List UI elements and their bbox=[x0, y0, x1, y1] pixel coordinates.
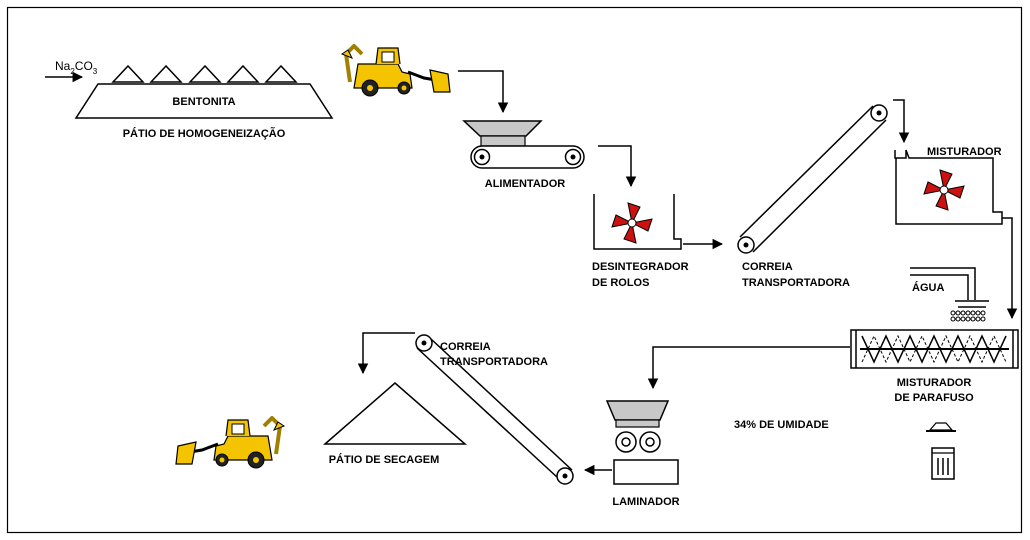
mixer-impeller bbox=[923, 169, 965, 211]
flow-arrow-belt-to-drying-yard bbox=[357, 332, 415, 375]
disintegrator-impeller bbox=[611, 202, 653, 244]
conveyor-1-label-line1: CORREIA bbox=[742, 261, 793, 273]
screw-mixer-label-line2: DE PARAFUSO bbox=[894, 392, 974, 404]
screw-mixer-label-line1: MISTURADOR bbox=[897, 377, 972, 389]
conveyor-2-label-line2: TRANSPORTADORA bbox=[440, 356, 548, 368]
mixer-tank bbox=[894, 149, 1003, 225]
feeder-hopper bbox=[462, 120, 543, 137]
conveyor-belt-1 bbox=[737, 104, 888, 254]
feeder-belt bbox=[470, 145, 585, 169]
disintegrator-label-line2: DE ROLOS bbox=[592, 277, 649, 289]
drying-yard-pile bbox=[322, 382, 468, 445]
backhoe-loader-icon bbox=[175, 416, 286, 469]
screw-helix bbox=[861, 334, 1007, 364]
flow-arrow-mixer-to-screw bbox=[1002, 217, 1018, 320]
roller-disintegrator bbox=[593, 194, 682, 250]
bentonite-label: BENTONITA bbox=[172, 96, 235, 108]
trash-bin-icon bbox=[926, 422, 956, 480]
screw-mixer bbox=[850, 329, 1019, 369]
feeder-unit bbox=[462, 120, 585, 169]
disintegrator-label-line1: DESINTEGRADOR bbox=[592, 261, 689, 273]
homogenization-yard bbox=[45, 64, 334, 119]
flow-arrow-feeder-to-disintegrator bbox=[598, 145, 637, 188]
bentonite-pile bbox=[74, 83, 334, 119]
conveyor-1-label-line2: TRANSPORTADORA bbox=[742, 277, 850, 289]
laminator-unit bbox=[605, 400, 679, 485]
homogenization-yard-label: PÁTIO DE HOMOGENEIZAÇÃO bbox=[123, 127, 286, 140]
backhoe-loader-icon bbox=[340, 44, 451, 97]
flow-arrow-loader-to-feeder bbox=[458, 70, 509, 114]
laminator-label: LAMINADOR bbox=[612, 496, 679, 508]
water-label: ÁGUA bbox=[912, 281, 944, 294]
mixer-label: MISTURADOR bbox=[927, 146, 1002, 158]
flow-arrow-belt-to-mixer bbox=[893, 99, 910, 144]
water-spray-icon bbox=[950, 310, 986, 322]
feeder-label: ALIMENTADOR bbox=[485, 178, 566, 190]
frame-border bbox=[6, 6, 1023, 534]
conveyor-belt-2 bbox=[415, 334, 574, 485]
stockpile-triangles bbox=[111, 64, 298, 83]
water-supply bbox=[910, 267, 989, 322]
drying-yard-label: PÁTIO DE SECAGEM bbox=[329, 453, 440, 466]
conveyor-2-label-line1: CORREIA bbox=[440, 341, 491, 353]
moisture-label: 34% DE UMIDADE bbox=[734, 419, 829, 431]
flow-arrow-screw-to-laminator bbox=[647, 346, 850, 390]
na2co3-label: Na2CO3 bbox=[55, 59, 98, 76]
